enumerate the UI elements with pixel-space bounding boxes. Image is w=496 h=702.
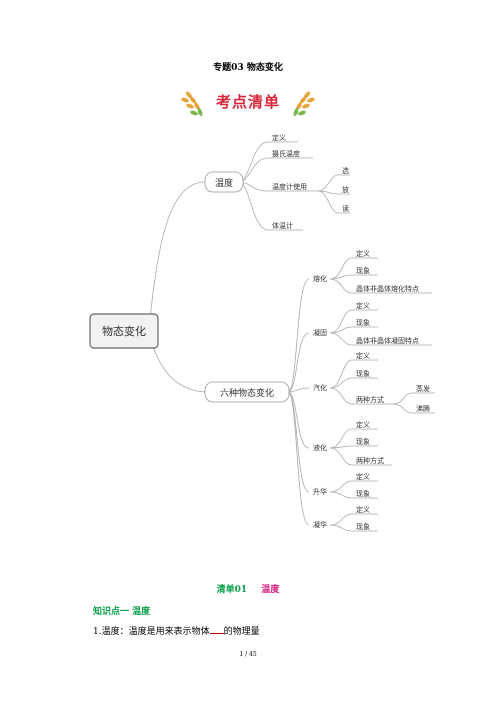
body-line: 1.温度：温度是用来表示物体 的物理量: [93, 624, 260, 637]
section-prefix: 清单01: [216, 585, 248, 595]
temperature-label: 温度: [215, 177, 233, 189]
sublimation-phenomenon: 现象: [356, 489, 370, 498]
vaporization-phenomenon: 现象: [356, 369, 370, 378]
page-number: 1 / 45: [239, 651, 257, 658]
liquefaction-two-ways: 两种方式: [356, 456, 384, 465]
melting-definition: 定义: [356, 249, 370, 258]
temp-item-celsius: 摄氏温度: [272, 149, 300, 158]
page-title: 专题03 物态变化: [213, 63, 283, 73]
usage-choose: 选: [342, 166, 349, 175]
temperature-node: 温度: [204, 171, 244, 193]
way-boiling: 沸腾: [416, 404, 430, 413]
fill-in-blank: [209, 625, 224, 634]
sublimation-label: 升华: [313, 487, 327, 496]
six-changes-node: 六种物态变化: [204, 381, 290, 403]
desublimation-label: 凝华: [313, 520, 327, 529]
way-evaporation: 蒸发: [416, 384, 430, 393]
melting-label: 熔化: [313, 274, 327, 283]
melting-features: 晶体非晶体熔化特点: [356, 284, 419, 293]
body-line-start: 1.温度：温度是用来表示物体: [93, 627, 210, 637]
banner-title: 考点清单: [215, 93, 280, 111]
body-line-end: 的物理量: [223, 627, 260, 637]
vaporization-definition: 定义: [356, 351, 370, 360]
solidifying-phenomenon: 现象: [356, 318, 370, 327]
banner: 考点清单: [180, 86, 316, 120]
vaporization-label: 汽化: [313, 383, 327, 392]
liquefaction-label: 液化: [313, 443, 327, 452]
desublimation-definition: 定义: [356, 505, 370, 514]
knowledge-point-heading: 知识点一 温度: [93, 607, 151, 617]
section-name: 温度: [261, 585, 280, 595]
melting-phenomenon: 现象: [356, 266, 370, 275]
solidifying-label: 凝固: [313, 328, 327, 337]
root-node: 物态变化: [89, 313, 159, 349]
liquefaction-definition: 定义: [356, 420, 370, 429]
section-heading: 清单01 温度: [0, 582, 496, 595]
temp-item-definition: 定义: [272, 133, 286, 142]
solidifying-features: 晶体非晶体凝固特点: [356, 336, 419, 345]
desublimation-phenomenon: 现象: [356, 522, 370, 531]
temp-item-thermometer-use: 温度计使用: [272, 182, 307, 191]
usage-place: 放: [342, 185, 349, 194]
solidifying-definition: 定义: [356, 301, 370, 310]
liquefaction-phenomenon: 现象: [356, 437, 370, 446]
root-label: 物态变化: [102, 324, 146, 338]
sublimation-definition: 定义: [356, 472, 370, 481]
six-changes-label: 六种物态变化: [220, 387, 274, 399]
usage-read: 读: [342, 204, 349, 213]
temp-item-clinical-thermometer: 体温计: [272, 221, 293, 230]
wheat-decoration-icon: [181, 91, 315, 117]
vaporization-two-ways: 两种方式: [356, 395, 384, 404]
mind-map: 物态变化 温度 定义 摄氏温度 温度计使用 体温计 选 放 读 六种物态变化 熔…: [89, 133, 435, 532]
